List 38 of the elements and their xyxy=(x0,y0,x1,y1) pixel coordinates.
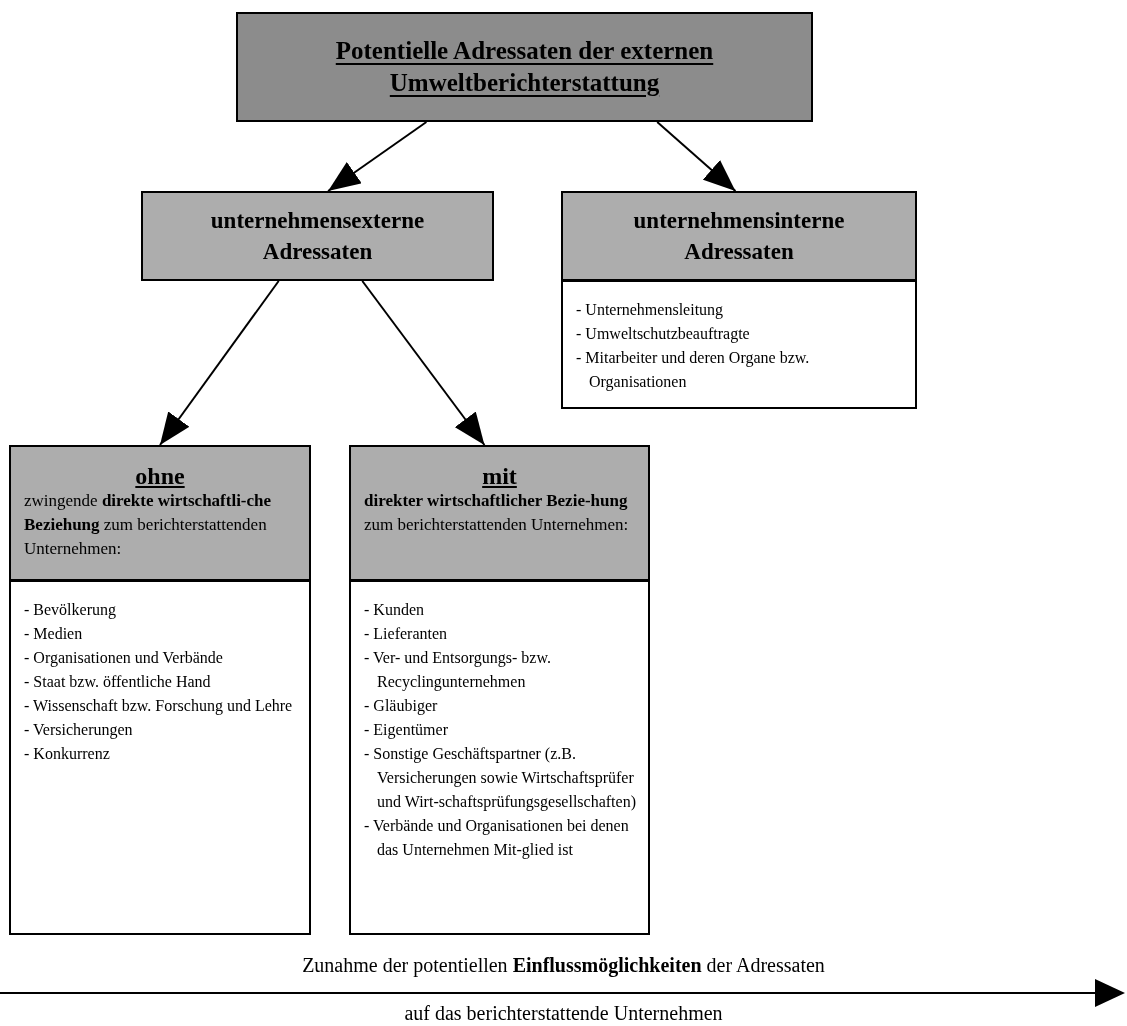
list-item: - Sonstige Geschäftspartner (z.B. Versicherungen sowie Wirtschaftsprüfer und Wirt-schaftsprüfungsgesellschaften) xyxy=(364,744,637,813)
axis-label: auf das berichterstattende Unternehmen xyxy=(403,1001,724,1026)
heading-text: unternehmensexterne Adressaten xyxy=(209,207,426,266)
list-item: - Organisationen und Verbände xyxy=(24,648,224,669)
list-item: - Wissenschaft bzw. Forschung und Lehre xyxy=(24,696,294,717)
list-box xyxy=(9,580,311,935)
list-item: - Medien xyxy=(24,624,84,644)
title-box xyxy=(236,12,813,122)
list-item: - Versicherungen xyxy=(24,720,134,741)
heading-text: ohne xyxy=(134,463,186,489)
list-item: - Ver- und Entsorgungs- bzw. Recyclingunternehmen xyxy=(364,648,552,693)
list-item: - Unternehmensleitung xyxy=(576,300,725,321)
group-header-box xyxy=(349,445,650,581)
arrow xyxy=(361,280,486,446)
list-item: - Staat bzw. öffentliche Hand xyxy=(24,672,212,692)
heading-text: mit xyxy=(481,463,518,489)
list-item: - Verbände und Organisationen bei denen das Unternehmen Mit-glied ist xyxy=(364,816,630,861)
list-item: - Gläubiger xyxy=(364,696,439,717)
group-header-box xyxy=(9,445,311,581)
description-text: direkter wirtschaftlicher Bezie-hung zum berichterstattenden Unternehmen: xyxy=(364,490,630,536)
list-item: - Umweltschutzbeauftragte xyxy=(576,324,751,345)
title-text: Potentielle Adressaten der externen Umweltberichterstattung xyxy=(334,36,715,98)
list-item: - Bevölkerung xyxy=(24,600,117,621)
description-text: zwingende direkte wirtschaftli-che Beziehung zum berichterstattenden Unternehmen: xyxy=(24,490,273,560)
list-item: - Konkurrenz xyxy=(24,744,111,764)
list-box xyxy=(561,280,917,409)
category-box xyxy=(141,191,494,281)
list-item: - Mitarbeiter und deren Organe bzw. Organisationen xyxy=(576,348,811,393)
list-item: - Lieferanten xyxy=(364,624,449,644)
list-item: - Kunden xyxy=(364,600,425,620)
arrow xyxy=(327,121,428,192)
arrow xyxy=(656,121,737,192)
list-item: - Eigentümer xyxy=(364,720,449,741)
heading-text: unternehmensinterne Adressaten xyxy=(632,207,846,266)
list-box xyxy=(349,580,650,935)
axis-label: Zunahme der potentiellen Einflussmöglichkeiten der Adressaten xyxy=(301,953,826,978)
arrow xyxy=(159,280,280,446)
category-box xyxy=(561,191,917,281)
